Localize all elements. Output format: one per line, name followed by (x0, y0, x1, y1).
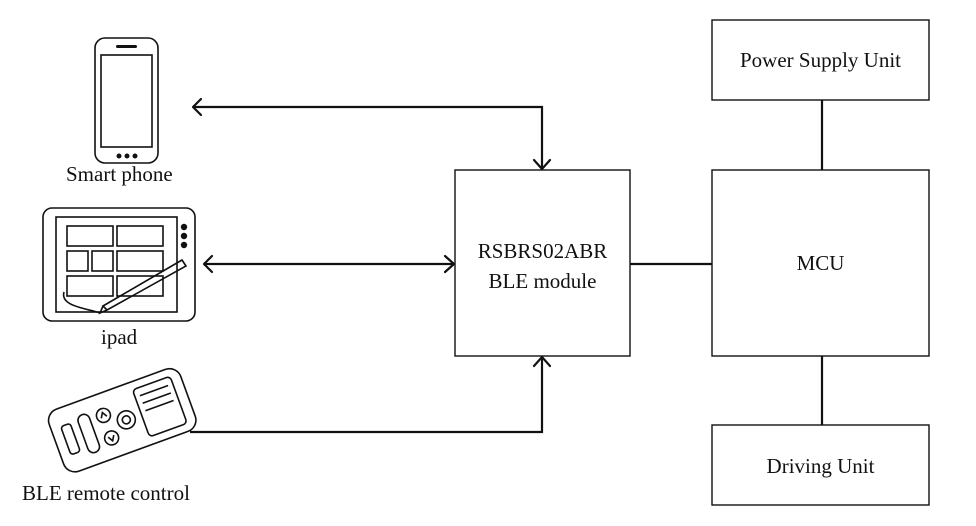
smartphone-label: Smart phone (66, 162, 173, 186)
ipad-ble-connector (202, 254, 456, 274)
phone-ble-connector (191, 97, 552, 171)
ble-module-label: RSBRS02ABR BLE module (455, 236, 630, 296)
remote-ble-connector (190, 355, 552, 434)
mcu-box (711, 169, 930, 357)
driving-unit-box (711, 424, 930, 506)
remote-control-label: BLE remote control (22, 481, 190, 505)
tablet-icon (42, 207, 196, 322)
power-supply-label: Power Supply Unit (739, 48, 901, 72)
ipad-label: ipad (101, 325, 138, 349)
ble-module-part-number: RSBRS02ABR (477, 239, 608, 263)
driving-unit-label: Driving Unit (766, 454, 875, 478)
mcu-label: MCU (796, 251, 845, 275)
power-supply-box (711, 19, 930, 101)
smartphone-icon (94, 37, 159, 164)
remote-control-icon (47, 367, 197, 473)
ble-module-box (454, 169, 631, 357)
ble-module-name: BLE module (488, 269, 597, 293)
